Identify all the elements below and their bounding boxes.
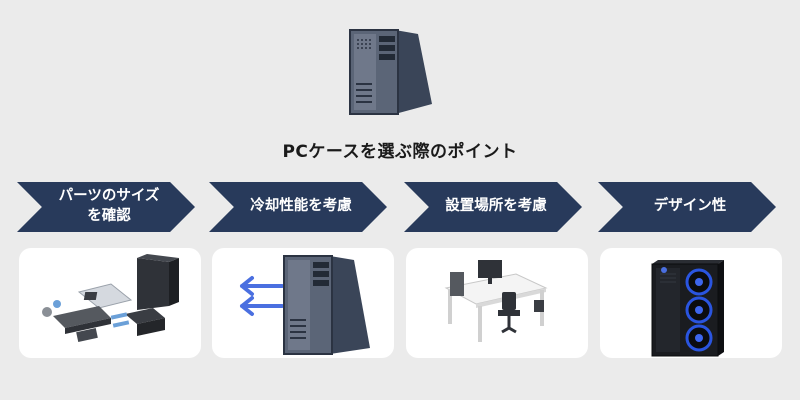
desk-setup-icon [444,260,548,342]
step-label: パーツのサイズ [58,188,160,205]
step-label: 設置場所を考慮 [445,198,547,215]
step-arrow-part-size: パーツのサイズ を確認 [17,182,195,232]
pc-case-icon [349,29,432,115]
airflow-arrow-icon [240,276,284,316]
card-location [406,248,588,358]
step-arrow-cooling: 冷却性能を考慮 [209,182,387,232]
rgb-case-icon [651,260,724,357]
step-arrow-design: デザイン性 [598,182,776,232]
page-title: PCケースを選ぶ際のポイント [282,142,518,162]
pc-parts-icon [42,254,179,342]
step-label: デザイン性 [653,198,727,215]
airflow-pc-icon [240,255,370,355]
step-label: 冷却性能を考慮 [250,198,352,215]
card-design [600,248,782,358]
step-arrow-location: 設置場所を考慮 [404,182,582,232]
card-cooling [212,248,394,358]
card-part-size [19,248,201,358]
step-label: を確認 [87,208,131,224]
